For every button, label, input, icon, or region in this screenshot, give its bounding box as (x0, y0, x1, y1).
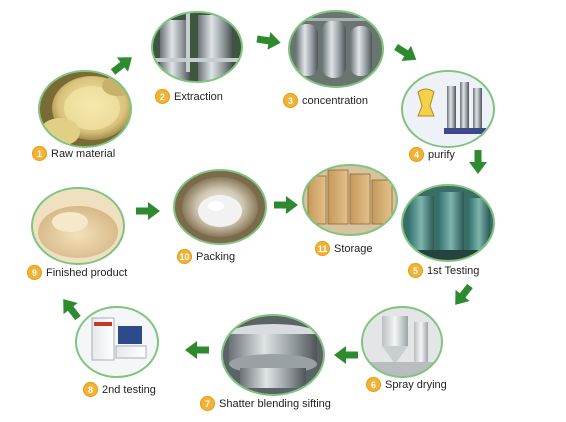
step-label-6: 6 Spray drying (366, 377, 447, 392)
photo-purify (401, 70, 495, 148)
photo-2nd-testing (75, 306, 159, 378)
step-badge: 4 (409, 147, 424, 162)
step-text: Spray drying (385, 378, 447, 391)
photo-concentration (288, 10, 384, 88)
photo-extraction (151, 11, 243, 83)
arrow-8-to-9 (63, 299, 81, 321)
step-text: purify (428, 148, 455, 161)
step-badge: 9 (27, 265, 42, 280)
step-text: concentration (302, 94, 369, 107)
photo-shatter-blending-sifting (221, 314, 325, 396)
photo-raw-material (38, 70, 132, 148)
arrow-5-to-6 (455, 283, 473, 305)
step-badge: 11 (315, 241, 330, 256)
photo-finished-product (31, 187, 125, 265)
step-label-2: 2 Extraction (155, 89, 223, 104)
step-badge: 7 (200, 396, 215, 411)
step-text: Shatter blending sifting (219, 397, 331, 410)
arrow-1-to-2 (110, 57, 132, 75)
step-label-3: 3 concentration (283, 93, 368, 108)
photo-packing (173, 169, 267, 245)
step-text: Finished product (46, 266, 128, 279)
step-badge: 3 (283, 93, 298, 108)
step-label-11: 11 Storage (315, 241, 373, 256)
photo-spray-drying (361, 306, 443, 378)
step-label-10: 10 Packing (177, 249, 235, 264)
step-badge: 10 (177, 249, 192, 264)
step-badge: 1 (32, 146, 47, 161)
step-label-7: 7 Shatter blending sifting (200, 396, 331, 411)
step-text: Packing (196, 250, 236, 263)
step-label-1: 1 Raw material (32, 146, 115, 161)
arrow-10-to-11 (274, 196, 298, 214)
step-label-5: 5 1st Testing (408, 263, 479, 278)
step-text: Raw material (51, 147, 116, 160)
step-badge: 5 (408, 263, 423, 278)
step-text: Storage (334, 242, 373, 255)
step-label-4: 4 purify (409, 147, 455, 162)
arrow-6-to-7 (334, 346, 358, 364)
arrow-7-to-8 (185, 341, 209, 359)
photo-1st-testing (401, 184, 495, 262)
step-badge: 8 (83, 382, 98, 397)
arrow-2-to-3 (256, 31, 281, 50)
step-badge: 6 (366, 377, 381, 392)
arrow-4-to-5 (469, 150, 487, 174)
photo-storage (302, 164, 398, 236)
step-text: 1st Testing (427, 264, 480, 277)
step-text: 2nd testing (102, 383, 156, 396)
step-text: Extraction (174, 90, 223, 103)
arrow-9-to-10 (136, 202, 160, 220)
step-label-9: 9 Finished product (27, 265, 127, 280)
step-badge: 2 (155, 89, 170, 104)
step-label-8: 8 2nd testing (83, 382, 156, 397)
arrow-3-to-4 (394, 44, 417, 61)
